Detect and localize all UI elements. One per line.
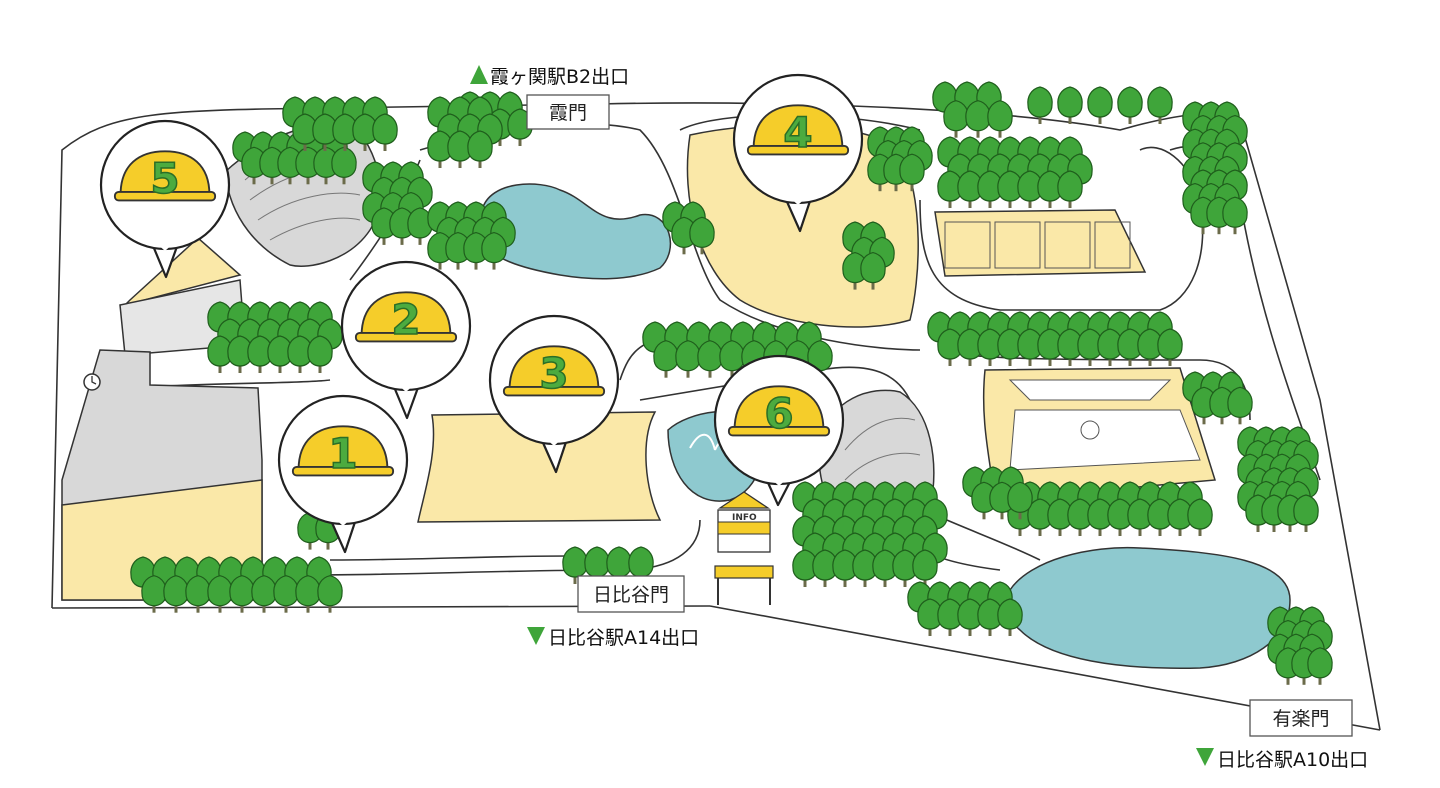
gate-label-yurakucho: 有楽門 [1272, 708, 1329, 730]
tree-icon [1222, 196, 1248, 235]
tree-icon [1057, 170, 1083, 209]
station-label-hibiya-a14: 日比谷駅A14出口 [548, 627, 699, 649]
helmet-pin-3[interactable]: 3 [488, 314, 620, 474]
helmet-pin-2[interactable]: 2 [340, 260, 472, 420]
pond-yurakucho [1006, 546, 1291, 669]
station-kasumigaseki-b2[interactable]: 霞ヶ関駅B2出口 [470, 65, 629, 88]
tree-icon [987, 100, 1013, 139]
pin-number: 2 [391, 295, 420, 344]
triangle-down-icon [1196, 748, 1214, 766]
pin-number: 1 [328, 429, 357, 478]
buildings [61, 120, 935, 601]
tree-icon [372, 113, 398, 152]
tree-icon [1117, 86, 1143, 125]
plaza-details [1008, 379, 1201, 471]
tree-icon [1293, 494, 1319, 533]
tree-icon [965, 100, 991, 139]
pond-kasumi [481, 183, 671, 280]
tree-icon [997, 598, 1023, 637]
tree-icon [1087, 86, 1113, 125]
pin-number: 3 [539, 349, 568, 398]
station-hibiya-a10[interactable]: 日比谷駅A10出口 [1196, 748, 1368, 771]
tree-icon [1307, 647, 1333, 686]
pin-number: 5 [150, 154, 179, 203]
ponds [481, 183, 1291, 669]
gate-hibiya[interactable]: 日比谷門 [577, 575, 685, 613]
pin-number: 6 [764, 389, 793, 438]
helmet-pin-1[interactable]: 1 [277, 394, 409, 554]
gate-kasumi[interactable]: 霞門 [526, 94, 610, 130]
gate-yurakucho[interactable]: 有楽門 [1249, 699, 1353, 737]
tree-icon [675, 340, 701, 379]
gate-label-kasumi: 霞門 [549, 102, 587, 124]
pins: 1 2 3 4 5 6 [99, 73, 864, 554]
tree-icon [943, 100, 969, 139]
helmet-pin-6[interactable]: 6 [713, 354, 845, 507]
station-label-hibiya-a10: 日比谷駅A10出口 [1217, 749, 1368, 771]
tree-icon [1227, 386, 1253, 425]
triangle-down-icon [527, 627, 545, 645]
tree-icon [697, 340, 723, 379]
helmet-pin-4[interactable]: 4 [732, 73, 864, 233]
tree-icon [307, 335, 333, 374]
triangle-up-icon [470, 65, 488, 84]
station-label-kasumigaseki-b2: 霞ヶ関駅B2出口 [490, 66, 629, 88]
gate-label-hibiya: 日比谷門 [593, 584, 669, 606]
tree-icon [481, 232, 507, 271]
tree-icon [1057, 86, 1083, 125]
tennis-court-lines [944, 221, 1131, 269]
helmet-pin-5[interactable]: 5 [99, 119, 231, 279]
tree-icon [912, 549, 938, 588]
tree-icon [653, 340, 679, 379]
tree-icon [467, 130, 493, 169]
pin-number: 4 [783, 108, 812, 157]
lawn-3 [417, 411, 662, 523]
info-booth[interactable]: INFO [714, 491, 774, 605]
info-sign: INFO [732, 513, 757, 523]
tree-icon [1187, 498, 1213, 537]
station-hibiya-a14[interactable]: 日比谷駅A14出口 [527, 627, 699, 649]
clock-icon [83, 373, 101, 391]
